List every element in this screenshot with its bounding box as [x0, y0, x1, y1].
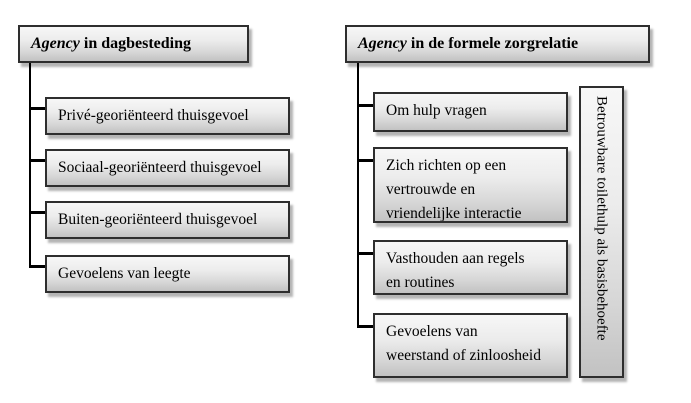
right-tree-header-italic: Agency: [358, 35, 407, 52]
left-item-buiten-georienteerd-thuisgevoel: Buiten-georiënteerd thuisgevoel: [45, 201, 290, 239]
right-connector-stub-3: [357, 252, 373, 255]
left-item-prive-georienteerd-thuisgevoel: Privé-georiënteerd thuisgevoel: [45, 97, 290, 135]
left-connector-stub-2: [29, 159, 45, 162]
right-item-vasthouden-aan-regels: Vasthouden aan regels en routines: [373, 240, 568, 295]
right-item-gevoelens-van-weerstand: Gevoelens van weerstand of zinloosheid: [373, 313, 568, 378]
left-tree-header-rest: in dagbesteding: [79, 35, 192, 52]
left-connector-stub-3: [29, 211, 45, 214]
right-connector-stub-4: [357, 325, 373, 328]
left-connector-vertical-line: [29, 63, 31, 268]
left-connector-stub-1: [29, 107, 45, 110]
left-item-gevoelens-van-leegte: Gevoelens van leegte: [45, 255, 290, 293]
side-note-bar: Betrouwbare toilethulp als basisbehoefte: [579, 86, 624, 378]
right-connector-vertical-line: [357, 63, 359, 328]
left-connector-stub-4: [29, 265, 45, 268]
right-connector-stub-2: [357, 159, 373, 162]
right-item-zich-richten-op-interactie: Zich richten op een vertrouwde en vriend…: [373, 147, 568, 223]
right-item-om-hulp-vragen: Om hulp vragen: [373, 92, 568, 132]
right-connector-stub-1: [357, 104, 373, 107]
right-tree-header-rest: in de formele zorgrelatie: [406, 35, 579, 52]
right-tree-header: Agency in de formele zorgrelatie: [345, 25, 650, 63]
side-note-label: Betrouwbare toilethulp als basisbehoefte: [593, 96, 610, 341]
left-item-sociaal-georienteerd-thuisgevoel: Sociaal-georiënteerd thuisgevoel: [45, 149, 290, 187]
left-tree-header-italic: Agency: [31, 35, 80, 52]
left-tree-header: Agency in dagbesteding: [18, 25, 249, 63]
